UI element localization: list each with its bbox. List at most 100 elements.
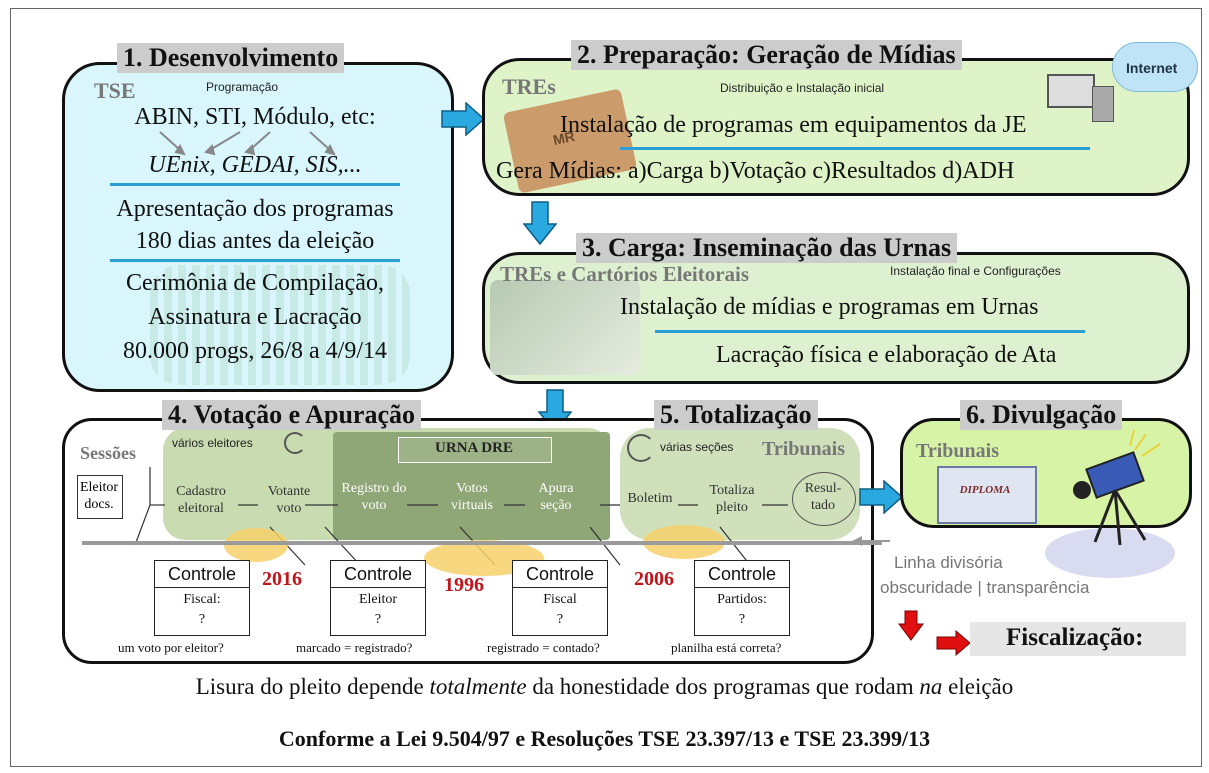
stage1-line2: UEnix, GEDAI, SIS,... bbox=[148, 152, 362, 178]
stage2-line1: Instalação de programas em equipamentos … bbox=[560, 112, 1027, 138]
node-votante: Votante voto bbox=[267, 484, 311, 516]
control-body: Eleitor bbox=[358, 592, 398, 607]
year-label: 2016 bbox=[262, 568, 302, 590]
footer-statement: Lisura do pleito depende totalmente da h… bbox=[0, 674, 1209, 700]
stage1-binary-watermark bbox=[150, 265, 410, 385]
control-q: ? bbox=[198, 612, 206, 627]
stage4-many: vários eleitores bbox=[172, 436, 253, 450]
control-q: ? bbox=[556, 612, 564, 627]
stage1-line3: Apresentação dos programas bbox=[116, 196, 394, 222]
node-apura: Apura seção bbox=[538, 481, 574, 513]
stage1-subtitle: Programação bbox=[206, 80, 279, 94]
control-q: ? bbox=[738, 612, 746, 627]
stage5-title: 5. Totalização bbox=[654, 400, 818, 430]
cycle-icon-2 bbox=[627, 434, 655, 462]
footer-law: Conforme a Lei 9.504/97 e Resoluções TSE… bbox=[278, 726, 931, 751]
stage1-line5: Cerimônia de Compilação, bbox=[126, 270, 384, 296]
stage1-actor: TSE bbox=[94, 78, 136, 103]
stage1-arrows-icon bbox=[159, 131, 336, 156]
projector-icon bbox=[1073, 430, 1161, 546]
stage2-separator bbox=[620, 147, 1090, 150]
footer-post: eleição bbox=[942, 674, 1014, 699]
stage6-title: 6. Divulgação bbox=[960, 400, 1123, 430]
footer-em2: na bbox=[919, 674, 943, 699]
divider-line bbox=[82, 541, 882, 545]
stage1-line7: 80.000 progs, 26/8 a 4/9/14 bbox=[123, 338, 387, 364]
red-arrow-down-icon bbox=[898, 610, 924, 641]
stage2-title: 2. Preparação: Geração de Mídias bbox=[571, 40, 962, 70]
cycle-icon bbox=[284, 432, 306, 454]
internet-cloud-icon bbox=[1112, 42, 1198, 92]
stage3-actor: TREs e Cartórios Eleitorais bbox=[500, 262, 750, 286]
stage1-box bbox=[62, 62, 454, 392]
fiscalizacao-label: Fiscalização: bbox=[1006, 624, 1144, 651]
stage3-separator bbox=[655, 330, 1085, 333]
node-registro: Registro do voto bbox=[341, 481, 407, 513]
urna-photo bbox=[490, 280, 640, 375]
footer-mid: da honestidade dos programas que rodam bbox=[526, 674, 920, 699]
control-question: marcado = registrado? bbox=[296, 640, 413, 655]
footer-em1: totalmente bbox=[429, 674, 527, 699]
stage3-line2: Lacração física e elaboração de Ata bbox=[716, 342, 1057, 368]
control-body: Fiscal: bbox=[183, 592, 221, 607]
stage1-separator-2 bbox=[110, 259, 400, 262]
control-question: planilha está correta? bbox=[671, 640, 782, 655]
control-question: um voto por eleitor? bbox=[118, 640, 224, 655]
stage1-line4: 180 dias antes da eleição bbox=[135, 228, 375, 254]
node-cadastro: Cadastro eleitoral bbox=[176, 484, 226, 516]
urna-dre-label-box bbox=[398, 437, 552, 463]
stage1-title: 1. Desenvolvimento bbox=[117, 43, 345, 73]
arrow-down-icon bbox=[523, 201, 557, 246]
outer-frame bbox=[10, 8, 1202, 767]
stage1-separator-1 bbox=[110, 183, 400, 186]
stage1-line1: ABIN, STI, Módulo, etc: bbox=[134, 104, 376, 130]
control-body: Partidos: bbox=[717, 592, 767, 607]
control-box-2: Controle Eleitor ? bbox=[330, 560, 426, 636]
highlight-ellipse bbox=[224, 528, 288, 562]
red-arrow-right-icon bbox=[936, 630, 971, 656]
footer-pre: Lisura do pleito depende bbox=[195, 674, 430, 699]
arrow-right-icon bbox=[441, 102, 486, 136]
control-body: Fiscal bbox=[543, 592, 577, 607]
diploma-label: DIPLOMA bbox=[959, 484, 1011, 496]
stage2-subtitle: Distribuição e Instalação inicial bbox=[720, 81, 885, 95]
arrow-left-icon bbox=[852, 536, 890, 546]
control-head: Controle bbox=[331, 561, 425, 588]
arrow-right-icon-2 bbox=[859, 480, 904, 514]
projector-shadow bbox=[1045, 528, 1175, 578]
node-resultado-ellipse bbox=[792, 472, 856, 526]
urna-dre-label: URNA DRE bbox=[435, 440, 513, 456]
node-totaliza: Totaliza pleito bbox=[709, 483, 755, 515]
control-q: ? bbox=[374, 612, 382, 627]
stage4-title: 4. Votação e Apuração bbox=[162, 400, 421, 430]
control-box-1: Controle Fiscal: ? bbox=[154, 560, 250, 636]
node-votos: Votos virtuais bbox=[451, 481, 493, 513]
control-box-4: Controle Partidos: ? bbox=[694, 560, 790, 636]
stage2-actor: TREs bbox=[502, 74, 556, 99]
node-eleitor-box bbox=[77, 475, 123, 519]
stage2-line2: Gera Mídias: a)Carga b)Votação c)Resulta… bbox=[496, 158, 1015, 184]
stage6-actor: Tribunais bbox=[916, 440, 999, 462]
internet-label: Internet bbox=[1126, 60, 1178, 76]
computer-tower-icon bbox=[1092, 86, 1114, 122]
control-head: Controle bbox=[695, 561, 789, 588]
stage3-line1: Instalação de mídias e programas em Urna… bbox=[620, 294, 1039, 320]
stage5-actor: Tribunais bbox=[762, 438, 845, 460]
year-label: 1996 bbox=[444, 574, 484, 596]
diploma-image bbox=[937, 466, 1037, 524]
stage1-line6: Assinatura e Lacração bbox=[148, 304, 362, 330]
year-label: 2006 bbox=[634, 568, 674, 590]
stage4-actor: Sessões bbox=[80, 443, 137, 463]
node-eleitor: Eleitor docs. bbox=[79, 480, 119, 512]
stage3-title: 3. Carga: Inseminação das Urnas bbox=[576, 233, 958, 263]
computer-icon bbox=[1047, 74, 1095, 108]
node-boletim: Boletim bbox=[627, 491, 673, 506]
control-question: registrado = contado? bbox=[487, 640, 600, 655]
stage3-subtitle: Instalação final e Configurações bbox=[890, 264, 1061, 278]
control-head: Controle bbox=[155, 561, 249, 588]
fiscalizacao-box bbox=[970, 622, 1186, 656]
control-head: Controle bbox=[513, 561, 607, 588]
stage5-many: várias seções bbox=[660, 440, 734, 454]
divider-label-2: obscuridade | transparência bbox=[880, 578, 1090, 597]
divider-label-1: Linha divisória bbox=[894, 553, 1003, 572]
